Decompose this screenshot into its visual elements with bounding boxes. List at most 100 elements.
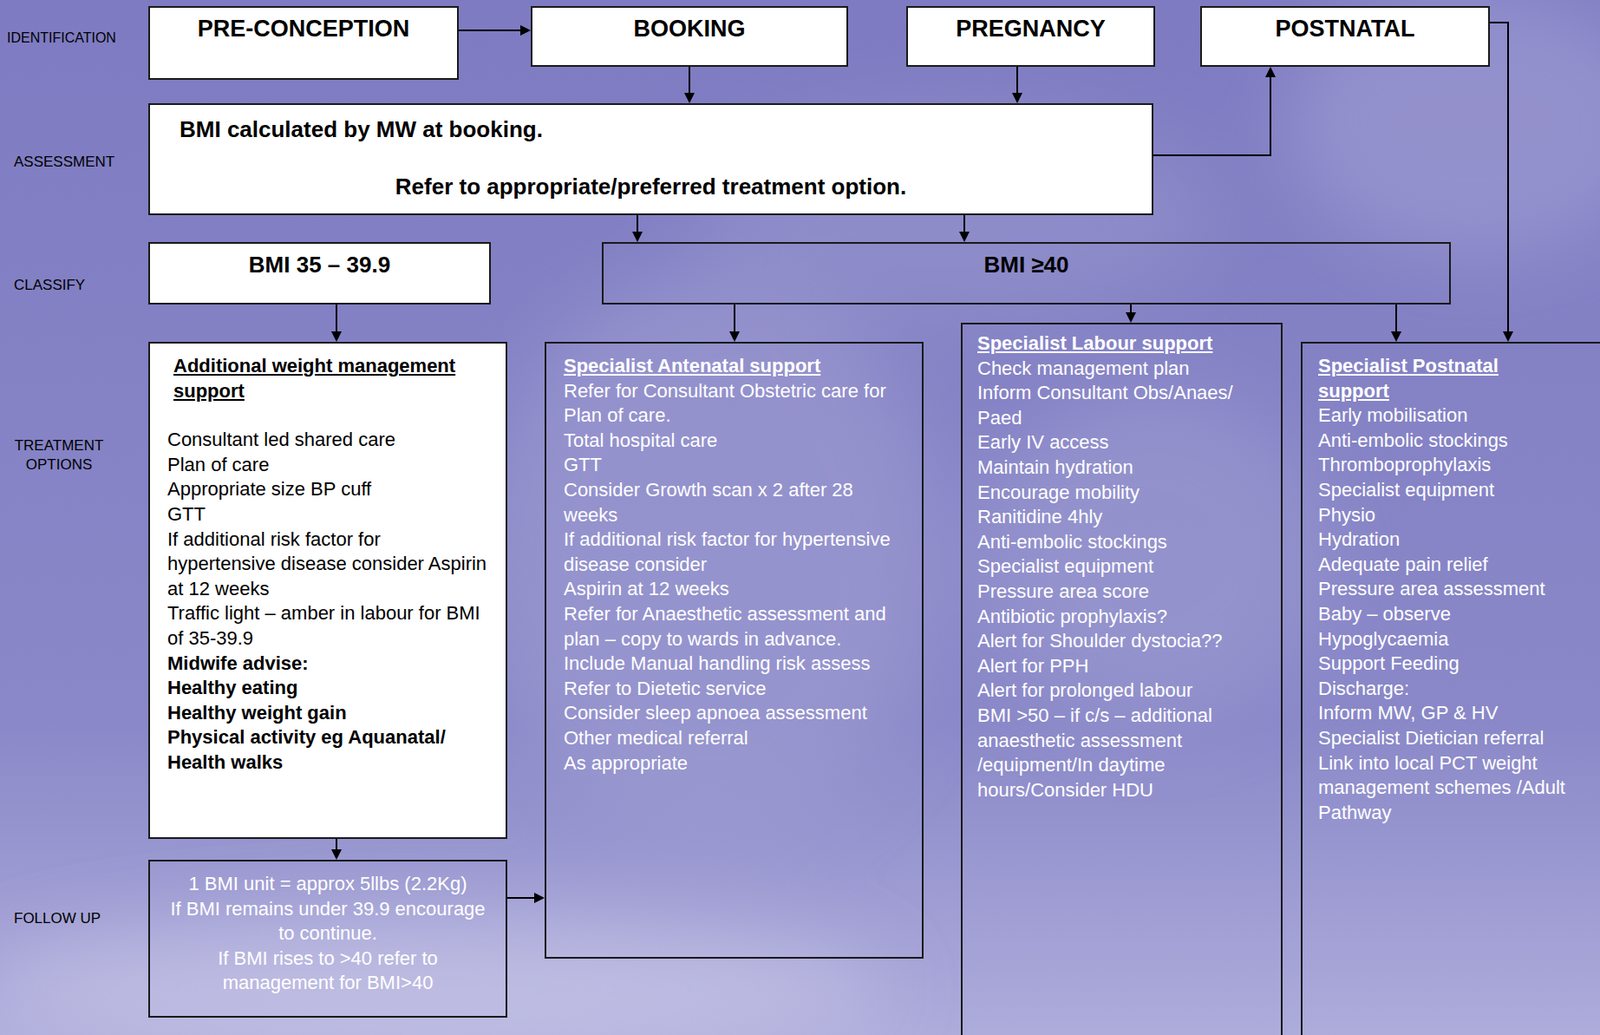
flow-arrow [1489, 22, 1514, 342]
box-text: GTT [563, 452, 910, 478]
arrow-head [1391, 331, 1402, 342]
box-text: Midwife advise: [167, 651, 490, 677]
box-text: PREGNANCY [916, 14, 1145, 43]
box-text: Alert for prolonged labour [977, 678, 1264, 704]
box-heading: Specialist Antenatal support [563, 353, 910, 379]
connector-line [688, 66, 691, 93]
box-text: Baby – observe [1318, 601, 1574, 627]
arrow-head [1265, 66, 1276, 78]
assessment-box: BMI calculated by MW at booking. Refer to… [148, 103, 1154, 216]
arrow-head [1012, 92, 1023, 104]
arrow-head [684, 92, 695, 104]
box-text: Other medical referral [563, 725, 910, 752]
box-text: Consider sleep apnoea assessment [563, 700, 910, 726]
box-text: Anti-embolic stockings [977, 529, 1264, 556]
flow-arrow [331, 304, 342, 342]
box-text: Include Manual handling risk assess [563, 651, 910, 677]
classify-box: BMI ≥40 [601, 241, 1451, 305]
box-text: Refer for Anaesthetic assessment and pla… [563, 601, 910, 652]
box-text: Ranitidine 4hly [977, 504, 1264, 530]
box-text: Plan of care [167, 452, 490, 478]
connector-line [335, 304, 338, 332]
box-text: Specialist equipment [1318, 477, 1574, 503]
treatment-box: Specialist Antenatal supportRefer for Co… [544, 341, 924, 959]
box-text: Pressure area assessment [1318, 576, 1574, 602]
box-text: Early mobilisation [1318, 403, 1574, 429]
box-text: Specialist equipment [977, 554, 1264, 580]
box-heading: 1 BMI unit = approx 5llbs (2.2Kg) [163, 871, 492, 897]
arrow-head [1502, 331, 1514, 342]
box-text: Alert for Shoulder dystocia?? [977, 628, 1264, 654]
box-text: As appropriate [563, 751, 910, 777]
connector-line [335, 838, 338, 849]
box-text: Inform MW, GP & HV [1318, 700, 1574, 726]
arrow-head [632, 231, 643, 242]
row-label: ASSESSMENT [13, 152, 115, 172]
treatment-box: Specialist Postnatal supportEarly mobili… [1300, 341, 1600, 1035]
flow-arrow [632, 215, 643, 242]
box-text: Plan of care. [563, 403, 910, 429]
box-text: If BMI remains under 39.9 encourage to c… [163, 896, 492, 947]
arrow-head [331, 331, 342, 342]
box-text: Hypoglycaemia [1318, 626, 1574, 653]
box-text: Physical activity eg Aquanatal/ Health w… [167, 724, 490, 775]
flow-arrow [1125, 304, 1137, 323]
box-text: Link into local PCT weight management sc… [1318, 751, 1574, 826]
treatment-box: Additional weight management supportCons… [148, 341, 508, 839]
box-heading: Additional weight management support [173, 353, 490, 404]
box-heading: Specialist Labour support [977, 331, 1264, 357]
box-text: BMI ≥40 [612, 250, 1441, 279]
box-text: Healthy eating [167, 675, 490, 701]
classify-box: BMI 35 – 39.9 [148, 241, 491, 305]
box-text: GTT [167, 502, 490, 528]
box-text: If additional risk factor for hypertensi… [563, 527, 910, 577]
box-text: Consultant led shared care [167, 427, 490, 453]
flow-arrow [1012, 66, 1023, 104]
connector-line [733, 304, 736, 332]
arrow-head [729, 331, 740, 342]
box-text: Refer to Dietetic service [563, 676, 910, 702]
box-text: If BMI rises to >40 refer to management … [163, 946, 492, 996]
box-text: Check management plan [977, 356, 1264, 382]
box-text: Alert for PPH [977, 653, 1264, 680]
connector-line [507, 896, 535, 899]
treatment-box: Specialist Labour supportCheck managemen… [960, 322, 1283, 1035]
box-text: Early IV access [977, 430, 1264, 456]
box-text: BOOKING [541, 14, 838, 43]
stage-box: BOOKING [530, 6, 849, 67]
box-text: Specialist Dietician referral [1318, 725, 1574, 752]
box-text: Aspirin at 12 weeks [563, 576, 910, 602]
box-text: POSTNATAL [1210, 14, 1480, 43]
stage-box: POSTNATAL [1200, 6, 1490, 67]
box-text: Thromboprophylaxis [1318, 452, 1574, 478]
connector-line [458, 29, 521, 32]
box-text: Physio [1318, 502, 1574, 529]
box-text: PRE-CONCEPTION [158, 14, 449, 43]
arrow-head [331, 848, 342, 860]
connector-line [1489, 22, 1509, 332]
arrow-head [534, 892, 545, 903]
box-text: Refer to appropriate/preferred treatment… [179, 172, 1123, 201]
flow-arrow [684, 66, 695, 104]
connector-line [1129, 304, 1132, 313]
arrow-head [520, 25, 531, 36]
arrow-head [959, 231, 970, 242]
arrow-head [1125, 312, 1137, 323]
flow-arrow [959, 215, 970, 242]
box-text: Adequate pain relief [1318, 552, 1574, 578]
box-text: Maintain hydration [977, 455, 1264, 481]
flow-arrow [331, 838, 342, 860]
box-heading: BMI calculated by MW at booking. [179, 115, 1123, 144]
box-text: BMI 35 – 39.9 [158, 250, 481, 279]
box-text: Encourage mobility [977, 480, 1264, 506]
box-text: Support Feeding [1318, 651, 1574, 677]
box-text: Anti-embolic stockings [1318, 428, 1574, 454]
box-text: Refer for Consultant Obstetric care for [563, 378, 910, 405]
box-text: Total hospital care [563, 428, 910, 454]
box-text: Inform Consultant Obs/Anaes/ Paed [977, 380, 1264, 431]
flow-arrow [507, 892, 545, 903]
box-text: Traffic light – amber in labour for BMI … [167, 600, 490, 651]
row-label: IDENTIFICATION [6, 28, 117, 48]
flow-arrow [1153, 66, 1276, 156]
connector-line [1153, 77, 1271, 156]
